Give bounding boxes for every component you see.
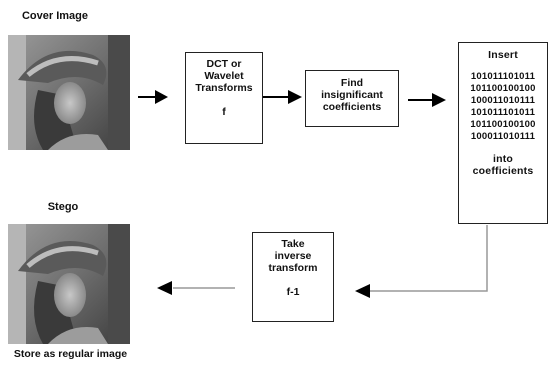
inverse-line-2: inverse [274, 250, 312, 262]
find-line-3: coefficients [322, 101, 382, 113]
stego-label: Stego [47, 201, 79, 213]
arrowhead-inverse-to-stego [157, 281, 172, 295]
arrowhead-cover-to-transform [155, 90, 168, 104]
transform-spacer [186, 94, 262, 106]
arrowhead-insert-to-inverse [355, 284, 370, 298]
bit-row: 100011010111 [470, 95, 536, 106]
transform-line-1: DCT or [206, 58, 242, 70]
bit-row: 101011101011 [470, 107, 536, 118]
inverse-function: f-1 [286, 286, 300, 298]
bit-row: 101011101011 [470, 71, 536, 82]
inverse-spacer [253, 274, 333, 286]
insert-footer-2: coefficients [472, 165, 534, 177]
find-box: Find insignificant coefficients [305, 70, 399, 127]
cover-image [8, 35, 130, 150]
bit-row: 100011010111 [470, 131, 536, 142]
transform-line-2: Wavelet [204, 70, 244, 82]
bit-row: 101100100100 [470, 83, 536, 94]
inverse-line-3: transform [268, 262, 318, 274]
insert-box: Insert 101011101011 101100100100 1000110… [458, 42, 548, 224]
cover-image-label: Cover Image [21, 10, 89, 22]
transform-box: DCT or Wavelet Transforms f [185, 52, 263, 144]
transform-line-3: Transforms [195, 82, 253, 94]
inverse-line-1: Take [281, 238, 305, 250]
arrowhead-transform-to-find [288, 90, 302, 104]
insert-footer-1: into [492, 153, 514, 165]
transform-function: f [222, 106, 226, 118]
connector-insert-to-inverse [370, 225, 488, 292]
inverse-box: Take inverse transform f-1 [252, 232, 334, 322]
arrowhead-find-to-insert [432, 93, 446, 107]
stego-caption: Store as regular image [13, 348, 128, 360]
find-line-2: insignificant [321, 89, 383, 101]
find-line-1: Find [340, 77, 364, 89]
bit-row: 101100100100 [470, 119, 536, 130]
stego-image [8, 224, 130, 344]
insert-title: Insert [488, 49, 518, 61]
